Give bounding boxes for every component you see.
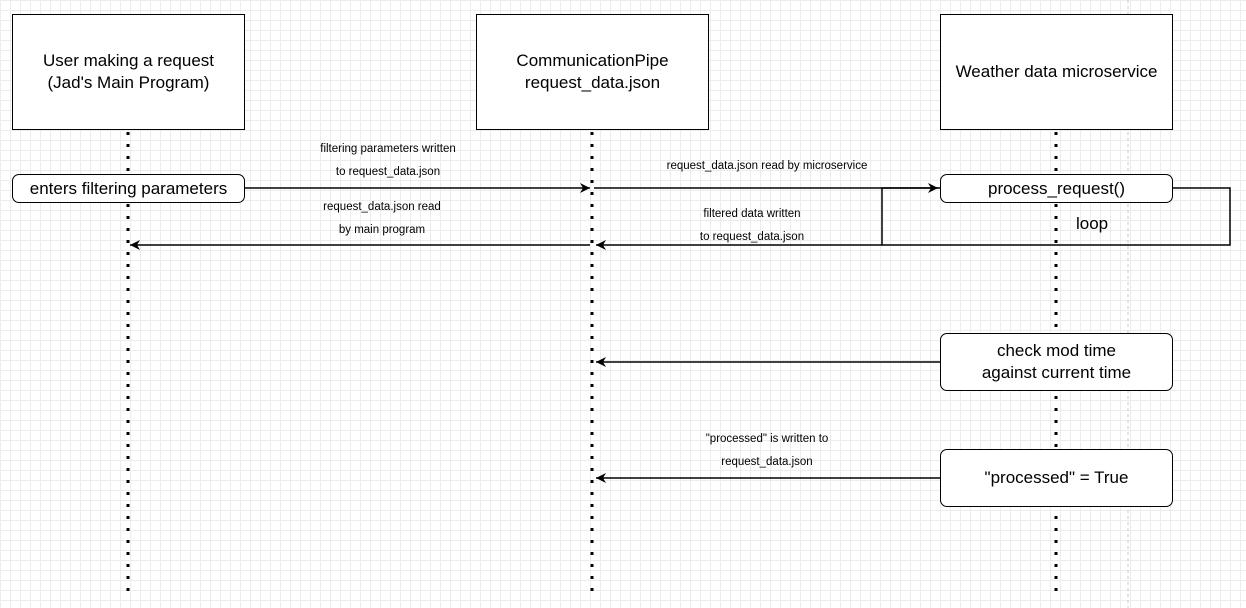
- enter-params-box: enters filtering parameters: [12, 174, 245, 203]
- label-filtered-written: filtered data written to request_data.js…: [699, 208, 805, 243]
- loop-label: loop: [1076, 214, 1109, 233]
- process-request-box: process_request(): [940, 174, 1173, 203]
- label-read-by-main: request_data.json read by main program: [323, 201, 441, 236]
- processed-true-box: "processed" = True: [940, 449, 1173, 507]
- check-mod-time-box: check mod time against current time: [940, 333, 1173, 391]
- participant-user: User making a request (Jad's Main Progra…: [12, 14, 245, 130]
- label-processed-written: "processed" is written to request_data.j…: [705, 433, 829, 468]
- participant-service: Weather data microservice: [940, 14, 1173, 130]
- participant-pipe: CommunicationPipe request_data.json: [476, 14, 709, 130]
- label-params-written: filtering parameters written to request_…: [320, 143, 456, 178]
- label-read-by-service: request_data.json read by microservice: [666, 160, 868, 172]
